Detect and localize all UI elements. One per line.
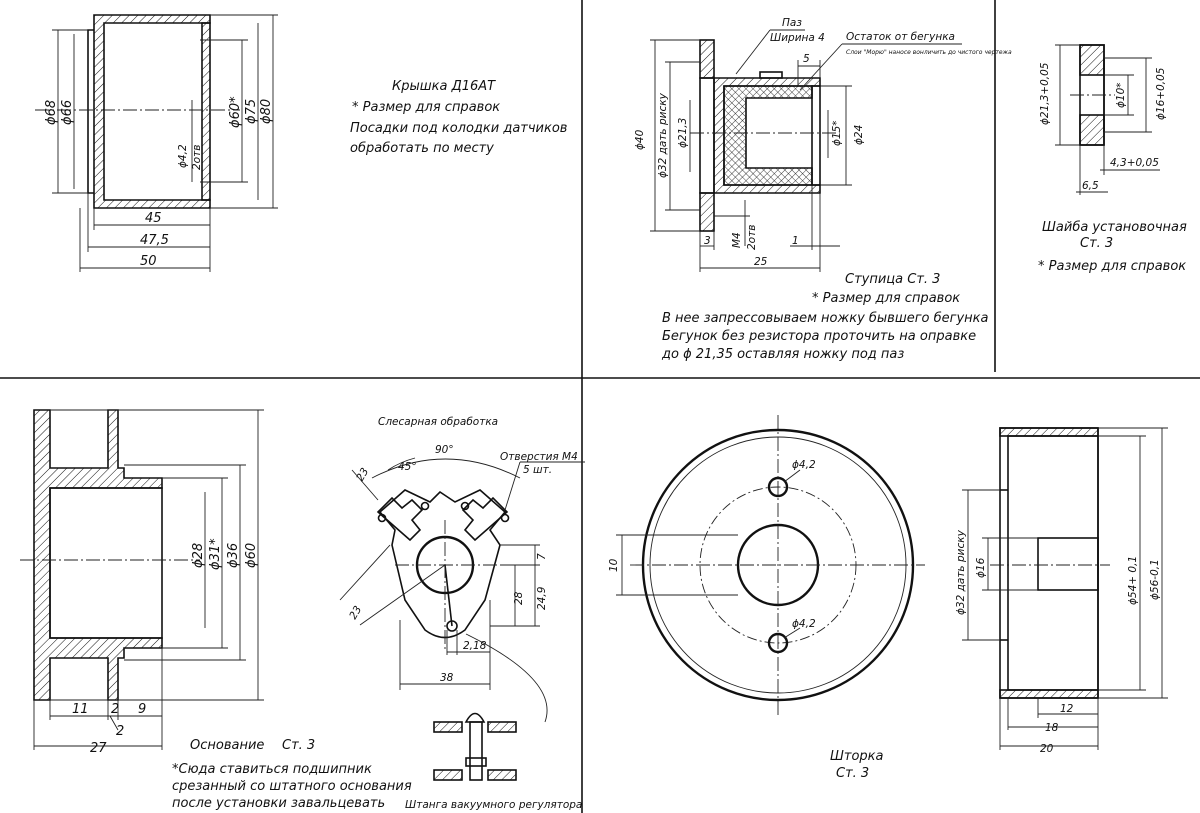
shaiba-title: Шайба установочная [1042, 220, 1187, 235]
kryshka-dim-l50: 50 [140, 254, 157, 269]
stupitsa-dim-d15: ϕ15* [831, 120, 843, 146]
shaiba-material: Ст. 3 [1080, 236, 1113, 251]
stupitsa-dim-w1: 1 [792, 235, 799, 247]
shaiba-dim-l65: 6,5 [1082, 180, 1099, 192]
osnovanie-title: Основание [190, 738, 264, 753]
stupitsa-desc3: до ϕ 21,35 оставляя ножку под паз [661, 347, 904, 362]
slesar-dim-d218: 2,18 [463, 640, 487, 652]
slesar-holes1: Отверстия М4 [500, 451, 578, 463]
shtorka-dim-d32: ϕ32 дать риску [955, 529, 967, 615]
slesar-view: Слесарная обработка Отверстия М4 5 шт. 9… [339, 416, 585, 811]
shtorka-dim-d16: ϕ16 [975, 557, 987, 578]
stupitsa-dim-d24: ϕ24 [853, 125, 865, 145]
kryshka-note2: Посадки под колодки датчиков [350, 121, 567, 136]
kryshka-dim-d68: ϕ68 [44, 100, 59, 125]
slesar-rod: Штанга вакуумного регулятора [405, 799, 582, 811]
kryshka-dim-l475: 47,5 [140, 233, 169, 248]
stupitsa-desc1: В нее запрессовываем ножку бывшего бегун… [662, 311, 989, 326]
shtorka-dim-d10: 10 [608, 558, 620, 572]
osnovanie-dim-d60: ϕ60 [244, 543, 259, 568]
osnovanie-dim-d36: ϕ36 [226, 543, 241, 568]
osnovanie-material: Ст. 3 [282, 738, 315, 753]
shaiba-dim-d10: ϕ10* [1115, 82, 1127, 108]
stupitsa-dim-m4: M4 [731, 232, 743, 248]
slesar-dim-d28: 28 [513, 591, 525, 605]
slesar-dim-d23b: 23 [347, 604, 364, 622]
shtorka-title: Шторка [830, 749, 884, 764]
slesar-dim-a90: 90° [435, 444, 454, 456]
osnovanie-dim-l2b: 2 [116, 724, 124, 739]
kryshka-note1: * Размер для справок [352, 100, 500, 115]
stupitsa-dim-d32: ϕ32 дать риску [657, 92, 669, 178]
stupitsa-dim-l25: 25 [754, 256, 768, 268]
shaiba-dim-l43: 4,3+0,05 [1110, 157, 1159, 169]
shtorka-dim-l12: 12 [1060, 703, 1074, 715]
stupitsa-dim-holes: 2отв [746, 225, 758, 250]
kryshka-note3: обработать по месту [350, 141, 494, 156]
shtorka-dim-l20: 20 [1040, 743, 1054, 755]
osnovanie-note3: после установки завальцевать [172, 796, 385, 811]
osnovanie-dim-l27: 27 [90, 741, 107, 756]
stupitsa-dim-d40: ϕ40 [634, 129, 646, 150]
kryshka-dim-d42: ϕ4,2 [177, 144, 189, 168]
slesar-holes2: 5 шт. [523, 464, 552, 476]
kryshka-dim-d75: ϕ75 [244, 99, 259, 124]
slesar-dim-d23a: 23 [354, 466, 371, 484]
osnovanie-note2: срезанный со штатного основания [172, 779, 412, 794]
shtorka-dim-h1: ϕ4,2 [792, 459, 816, 471]
kryshka-dim-l45: 45 [145, 211, 162, 226]
osnovanie-dim-l9: 9 [138, 702, 146, 717]
stupitsa-callout-groove: Паз [782, 17, 802, 29]
shaiba-note: * Размер для справок [1038, 259, 1186, 274]
slesar-dim-d38: 38 [440, 672, 454, 684]
osnovanie-dim-d31: ϕ31* [208, 538, 223, 570]
kryshka-dim-d80: ϕ80 [259, 99, 274, 124]
shtorka-view: ϕ4,2 ϕ4,2 10 ϕ32 дать риску ϕ16 ϕ54+ 0,1… [608, 415, 1168, 781]
shtorka-dim-d54: ϕ54+ 0,1 [1127, 556, 1139, 605]
stupitsa-dim-w5: 5 [803, 53, 810, 65]
slesar-dim-d249: 24,9 [536, 586, 548, 610]
stupitsa-dim-w3: 3 [704, 235, 711, 247]
osnovanie-dim-l2a: 2 [111, 702, 119, 717]
stupitsa-callout-width: Ширина 4 [770, 32, 825, 44]
shaiba-dim-d213: ϕ21,3+0,05 [1039, 62, 1051, 125]
kryshka-dim-d60: ϕ60* [228, 96, 243, 128]
kryshka-view: ϕ68 ϕ66 ϕ60* ϕ75 ϕ80 ϕ4,2 2отв 45 47,5 5… [35, 14, 567, 272]
stupitsa-callout-rest: Остаток от бегунка [846, 31, 955, 43]
osnovanie-view: ϕ28 ϕ31* ϕ36 ϕ60 11 2 9 2 27 Основание С… [20, 409, 412, 811]
stupitsa-note: * Размер для справок [812, 291, 960, 306]
osnovanie-dim-d28: ϕ28 [191, 543, 206, 568]
stupitsa-callout-small: Слои "Морю" наносе вонличить до чистого … [846, 49, 1012, 56]
stupitsa-desc2: Бегунок без резистора проточить на оправ… [662, 329, 976, 344]
stupitsa-dim-d213: ϕ21,3 [677, 118, 689, 148]
shtorka-dim-l18: 18 [1045, 722, 1059, 734]
shaiba-view: ϕ21,3+0,05 ϕ10* ϕ16+0,05 4,3+0,05 6,5 Ша… [1038, 44, 1187, 274]
shtorka-material: Ст. 3 [836, 766, 869, 781]
slesar-dim-d7: 7 [536, 553, 548, 560]
osnovanie-dim-l11: 11 [72, 702, 89, 717]
osnovanie-note1: *Сюда ставиться подшипник [172, 762, 372, 777]
stupitsa-view: ϕ40 ϕ32 дать риску ϕ21,3 ϕ15* ϕ24 5 3 M4… [634, 17, 1012, 362]
kryshka-title: Крышка Д16АТ [392, 79, 496, 94]
slesar-title: Слесарная обработка [378, 416, 498, 428]
shaiba-dim-d16: ϕ16+0,05 [1155, 67, 1167, 120]
shtorka-dim-d56: ϕ56-0,1 [1149, 559, 1161, 600]
stupitsa-title: Ступица Ст. 3 [845, 272, 940, 287]
shtorka-dim-h2: ϕ4,2 [792, 618, 816, 630]
kryshka-dim-holes: 2отв [191, 145, 203, 170]
slesar-dim-a45: 45° [398, 461, 417, 473]
kryshka-dim-d66: ϕ66 [60, 100, 75, 125]
